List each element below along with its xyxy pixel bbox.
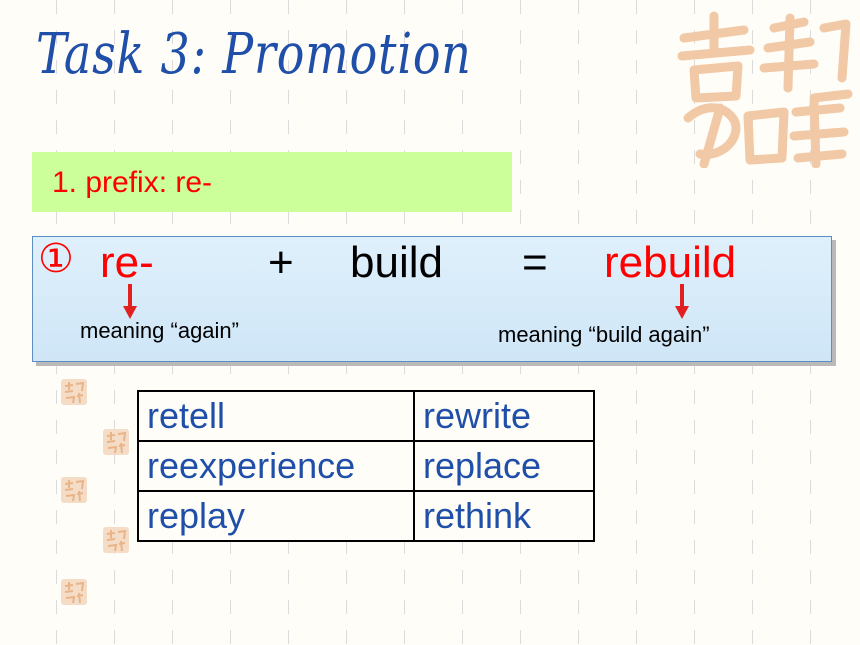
example-plus: + — [268, 238, 294, 287]
arrow-down-icon — [123, 284, 137, 319]
table-cell: replace — [413, 440, 595, 492]
words-table: retell rewrite reexperience replace repl… — [137, 390, 595, 542]
table-row: replay rethink — [137, 490, 595, 542]
seal-icon — [103, 429, 129, 455]
table-cell: replay — [137, 490, 415, 542]
example-equals: = — [522, 238, 548, 287]
slide-title: Task 3: Promotion — [36, 22, 472, 87]
seal-icon — [61, 579, 87, 605]
prefix-meaning: meaning “again” — [80, 318, 239, 343]
example-number: ① — [38, 236, 74, 282]
seal-icon — [677, 11, 853, 168]
table-row: retell rewrite — [137, 390, 595, 442]
seal-icon — [61, 379, 87, 405]
example-box — [32, 236, 832, 362]
section-label: 1. prefix: re- — [52, 166, 213, 199]
section-highlight — [32, 152, 512, 212]
result-meaning: meaning “build again” — [498, 322, 710, 347]
table-cell: rewrite — [413, 390, 595, 442]
example-prefix: re- — [100, 238, 154, 287]
arrow-down-icon — [675, 284, 689, 319]
example-base-word: build — [350, 238, 443, 287]
table-cell: rethink — [413, 490, 595, 542]
seal-icon — [61, 477, 87, 503]
seal-icon — [103, 527, 129, 553]
table-cell: reexperience — [137, 440, 415, 492]
example-result-word: rebuild — [604, 238, 737, 287]
table-cell: retell — [137, 390, 415, 442]
table-row: reexperience replace — [137, 440, 595, 492]
